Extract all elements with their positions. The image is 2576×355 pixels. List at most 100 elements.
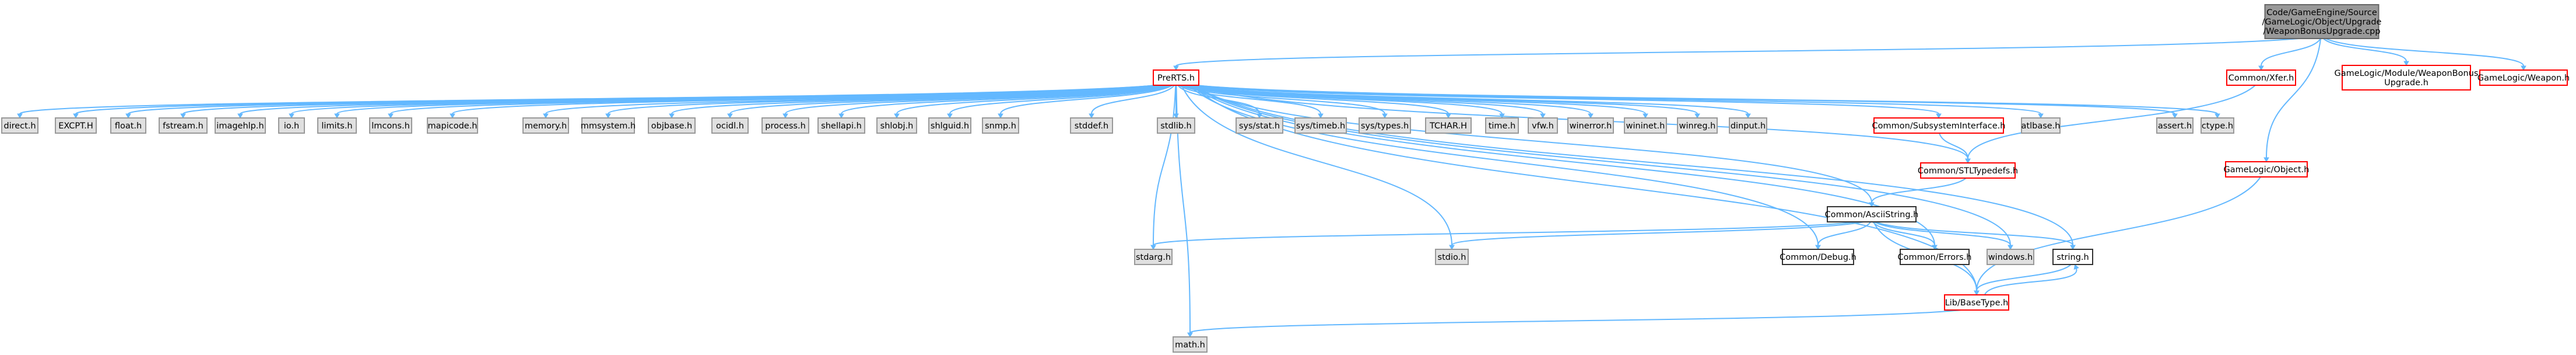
node-mmsystem: mmsystem.h: [581, 117, 636, 134]
node-stltypedefs[interactable]: Common/STLTypedefs.h: [1918, 162, 2018, 179]
node-label: stdio.h: [1438, 253, 1466, 262]
node-label: GameLogic/Weapon.h: [2477, 74, 2570, 83]
edge-basetype-to-math: [1187, 309, 1961, 338]
node-xfer[interactable]: Common/Xfer.h: [2226, 69, 2296, 86]
edge-prerts-to-ctype: [1195, 85, 2220, 119]
edge-root-to-weapon: [2325, 38, 2526, 71]
node-string[interactable]: string.h: [2052, 249, 2093, 265]
node-box: [1528, 117, 1558, 134]
node-assert: assert.h: [2156, 117, 2194, 134]
node-label: winreg.h: [1679, 121, 1716, 131]
node-root[interactable]: Code/GameEngine/Source/GameLogic/Object/…: [2262, 4, 2382, 39]
node-basetype[interactable]: Lib/BaseType.h: [1944, 294, 2009, 311]
edge-line: [1939, 133, 1968, 159]
node-box: [1920, 162, 2016, 179]
node-label: GameLogic/Module/WeaponBonus: [2335, 69, 2479, 78]
edge-asciistring-to-stdarg: [1150, 221, 1858, 250]
node-errors[interactable]: Common/Errors.h: [1898, 249, 1972, 265]
node-box: [1677, 117, 1718, 134]
edge-line: [1188, 85, 1819, 246]
edge-arrowhead: [125, 113, 131, 119]
edge-prerts-to-debug: [1188, 85, 1821, 250]
node-label: TCHAR.H: [1429, 121, 1467, 131]
edge-root-to-module: [2323, 38, 2409, 67]
edge-line: [841, 85, 1170, 114]
node-box: [2052, 249, 2093, 265]
node-object[interactable]: GameLogic/Object.h: [2224, 161, 2310, 178]
node-stddef: stddef.h: [1070, 117, 1113, 134]
node-label: stdlib.h: [1160, 121, 1192, 131]
edge-arrowhead: [2258, 65, 2264, 71]
edge-arrowhead: [947, 113, 953, 119]
edge-subsys-to-stltypedefs: [1939, 133, 1971, 164]
node-box: [1624, 117, 1667, 134]
edge-asciistring-to-string: [1875, 221, 2076, 250]
edge-arrowhead: [1187, 332, 1193, 338]
edge-arrowhead: [1936, 113, 1942, 119]
node-label: limits.h: [321, 121, 352, 131]
edge-arrowhead: [334, 113, 340, 119]
node-prerts[interactable]: PreRTS.h: [1153, 69, 1199, 86]
node-label: sys/timeb.h: [1296, 121, 1345, 131]
edge-arrowhead: [2214, 113, 2220, 119]
node-label: atlbase.h: [2022, 121, 2061, 131]
edge-arrowhead: [1869, 202, 1875, 208]
node-box: [1827, 206, 1917, 222]
edge-line: [1193, 85, 2041, 114]
node-excpt: EXCPT.H: [55, 117, 97, 134]
node-subsys[interactable]: Common/SubsystemInterface.h: [1872, 117, 2006, 134]
node-box: [1987, 249, 2034, 265]
edge-line: [1872, 221, 1935, 246]
node-debug[interactable]: Common/Debug.h: [1780, 249, 1856, 265]
node-label: /GameLogic/Object/Upgrade: [2262, 18, 2382, 27]
edge-line: [452, 85, 1162, 114]
edge-arrowhead: [1089, 113, 1094, 119]
node-box: [928, 117, 971, 134]
edge-line: [1091, 85, 1175, 114]
edge-arrowhead: [838, 113, 844, 119]
node-box: [2225, 161, 2308, 178]
edge-line: [1189, 85, 1872, 203]
node-label: PreRTS.h: [1157, 74, 1195, 83]
edge-asciistring-to-errors: [1872, 221, 1938, 250]
edge-arrowhead: [1540, 113, 1546, 119]
edge-line: [1451, 221, 1863, 246]
edge-arrowhead: [543, 113, 549, 119]
node-label: shellapi.h: [821, 121, 862, 131]
node-label: windows.h: [1988, 253, 2033, 262]
node-module[interactable]: GameLogic/Module/WeaponBonusUpgrade.h: [2335, 65, 2479, 91]
node-stdlib: stdlib.h: [1157, 117, 1195, 134]
edge-prerts-to-shlobj: [894, 85, 1171, 119]
node-asciistring[interactable]: Common/AsciiString.h: [1825, 206, 1919, 222]
edge-line: [1976, 264, 2072, 291]
node-label: dinput.h: [1731, 121, 1766, 131]
node-box: [1485, 117, 1519, 134]
edge-prerts-to-dinput: [1187, 85, 1751, 119]
node-box: [581, 117, 635, 134]
node-atlbase: atlbase.h: [2021, 117, 2061, 134]
edge-arrowhead: [782, 113, 788, 119]
edge-arrowhead: [2521, 65, 2526, 71]
node-box: [648, 117, 696, 134]
node-wininet: wininet.h: [1624, 117, 1667, 134]
edge-arrowhead: [2008, 245, 2013, 250]
node-weapon[interactable]: GameLogic/Weapon.h: [2477, 69, 2570, 86]
node-label: objbase.h: [651, 121, 692, 131]
node-label: /WeaponBonusUpgrade.cpp: [2263, 27, 2380, 36]
node-float: float.h: [110, 117, 146, 134]
node-label: direct.h: [3, 121, 36, 131]
edge-line: [1191, 85, 1935, 246]
node-box: [55, 117, 97, 134]
node-objbase: objbase.h: [648, 117, 696, 134]
edge-line: [1984, 268, 2077, 295]
node-box: [1, 117, 38, 134]
node-label: shlguid.h: [931, 121, 969, 131]
node-label: Upgrade.h: [2384, 78, 2428, 88]
edge-arrowhead: [2172, 113, 2178, 119]
edge-line: [1153, 85, 1177, 246]
node-label: stddef.h: [1075, 121, 1108, 131]
node-label: float.h: [115, 121, 142, 131]
node-label: shlobj.h: [880, 121, 914, 131]
node-label: Common/Debug.h: [1780, 253, 1856, 262]
